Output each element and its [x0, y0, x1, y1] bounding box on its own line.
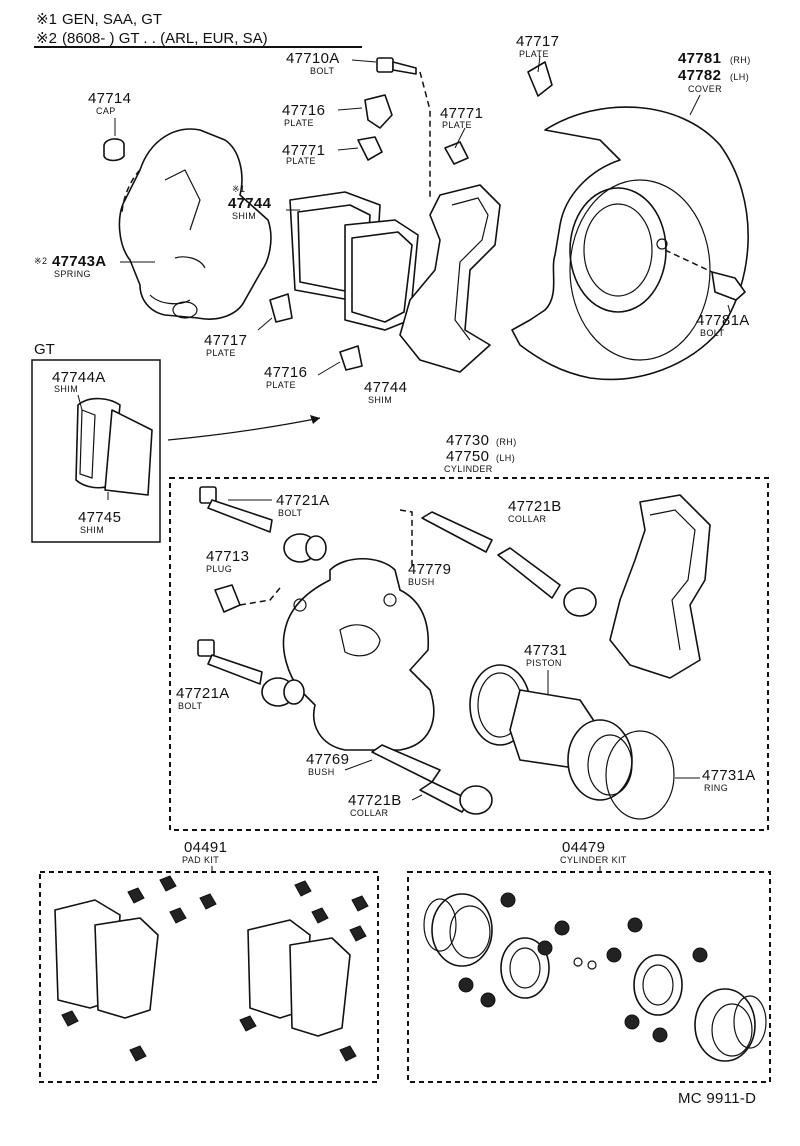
label-47744b-name: SHIM — [368, 395, 392, 405]
label-47743A-num: 47743A — [52, 253, 106, 270]
header-notes: ※1 GEN, SAA, GT ※2 (8608- ) GT . . (ARL,… — [34, 11, 362, 48]
cylinder-parts — [197, 486, 711, 820]
label-47750-suffix: (LH) — [496, 453, 515, 463]
label-47771b-name: PLATE — [442, 120, 472, 130]
label-47721A-low-name: BOLT — [178, 701, 203, 711]
label-47779-num: 47779 — [408, 561, 451, 578]
label-47721A-top-num: 47721A — [276, 492, 330, 509]
bolt-47710A — [351, 57, 431, 200]
label-47745-name: SHIM — [80, 525, 104, 535]
label-47716a-num: 47716 — [282, 102, 325, 119]
label-47744A-num: 47744A — [52, 369, 106, 386]
label-04479-name: CYLINDER KIT — [560, 855, 627, 865]
label-47713-name: PLUG — [206, 564, 232, 574]
label-47717b-name: PLATE — [206, 348, 236, 358]
label-47716b-num: 47716 — [264, 364, 307, 381]
note2-mark: ※2 — [36, 30, 57, 47]
label-47779-name: BUSH — [408, 577, 435, 587]
plate-clips-upper — [257, 55, 553, 376]
bolt-47781A — [664, 249, 746, 313]
label-47721B-top-num: 47721B — [508, 498, 562, 515]
label-47744a-num: 47744 — [228, 195, 272, 212]
diagram-code: MC 9911-D — [678, 1090, 756, 1107]
label-47781A-name: BOLT — [700, 328, 725, 338]
cap-47714 — [103, 118, 125, 162]
part-labels: 47710A BOLT 47717 PLATE 47781 (RH) 47782… — [34, 33, 756, 865]
label-47731A-name: RING — [704, 783, 728, 793]
cylinder-kit-box — [407, 871, 771, 1083]
label-47744b-num: 47744 — [364, 379, 407, 396]
disc-cover — [511, 94, 749, 381]
label-47710A-num: 47710A — [286, 50, 340, 67]
caliper-body-upper — [118, 128, 272, 320]
label-47710A-name: BOLT — [310, 66, 335, 76]
label-47743A-mark: ※2 — [34, 256, 47, 266]
note2-text: (8608- ) GT . . (ARL, EUR, SA) — [62, 30, 268, 47]
label-47731A-num: 47731A — [702, 767, 756, 784]
label-47730-num: 47730 — [446, 432, 489, 449]
cylinder-kit-parts — [423, 866, 767, 1062]
label-47781-num: 47781 — [678, 50, 721, 67]
label-47731-num: 47731 — [524, 642, 567, 659]
label-47721B-low-num: 47721B — [348, 792, 402, 809]
label-47717a-name: PLATE — [519, 49, 549, 59]
label-47750-name: CYLINDER — [444, 464, 493, 474]
label-47744a-mark: ※1 — [232, 184, 245, 194]
label-47744a-name: SHIM — [232, 211, 256, 221]
label-47771b-num: 47771 — [440, 105, 483, 122]
label-47721B-low-name: COLLAR — [350, 808, 389, 818]
label-47730-suffix: (RH) — [496, 437, 517, 447]
label-04479-num: 04479 — [562, 839, 605, 856]
label-47782-num: 47782 — [678, 67, 721, 84]
label-47713-num: 47713 — [206, 548, 249, 565]
label-47769-num: 47769 — [306, 751, 349, 768]
gt-shim-box — [31, 359, 161, 543]
cylinder-box — [169, 477, 769, 831]
label-gt-title: GT — [34, 341, 55, 358]
label-47745-num: 47745 — [78, 509, 121, 526]
label-47721A-low-num: 47721A — [176, 685, 230, 702]
brake-pads-upper — [286, 191, 419, 331]
label-47782-name: COVER — [688, 84, 722, 94]
label-04491-num: 04491 — [184, 839, 227, 856]
label-47771a-name: PLATE — [286, 156, 316, 166]
label-47750-num: 47750 — [446, 448, 489, 465]
label-47781A-num: 47781A — [696, 312, 750, 329]
note1-text: GEN, SAA, GT — [62, 11, 162, 28]
label-47716b-name: PLATE — [266, 380, 296, 390]
label-47717b-num: 47717 — [204, 332, 247, 349]
label-47781-suffix: (RH) — [730, 55, 751, 65]
label-47721B-top-name: COLLAR — [508, 514, 547, 524]
label-47717a-num: 47717 — [516, 33, 559, 50]
label-47743A-name: SPRING — [54, 269, 91, 279]
label-47771a-num: 47771 — [282, 142, 325, 159]
label-47769-name: BUSH — [308, 767, 335, 777]
label-47714-name: CAP — [96, 106, 116, 116]
gt-arrow-head — [310, 415, 320, 424]
label-47731-name: PISTON — [526, 658, 562, 668]
label-47721A-top-name: BOLT — [278, 508, 303, 518]
gt-arrow — [167, 417, 321, 441]
label-47714-num: 47714 — [88, 90, 131, 107]
label-47782-suffix: (LH) — [730, 72, 749, 82]
label-47716a-name: PLATE — [284, 118, 314, 128]
pad-kit-parts — [54, 866, 369, 1062]
mounting-bracket-upper — [399, 184, 501, 373]
label-04491-name: PAD KIT — [182, 855, 219, 865]
pad-kit-box — [39, 871, 379, 1083]
label-47744A-name: SHIM — [54, 384, 78, 394]
note1-mark: ※1 — [36, 11, 57, 28]
